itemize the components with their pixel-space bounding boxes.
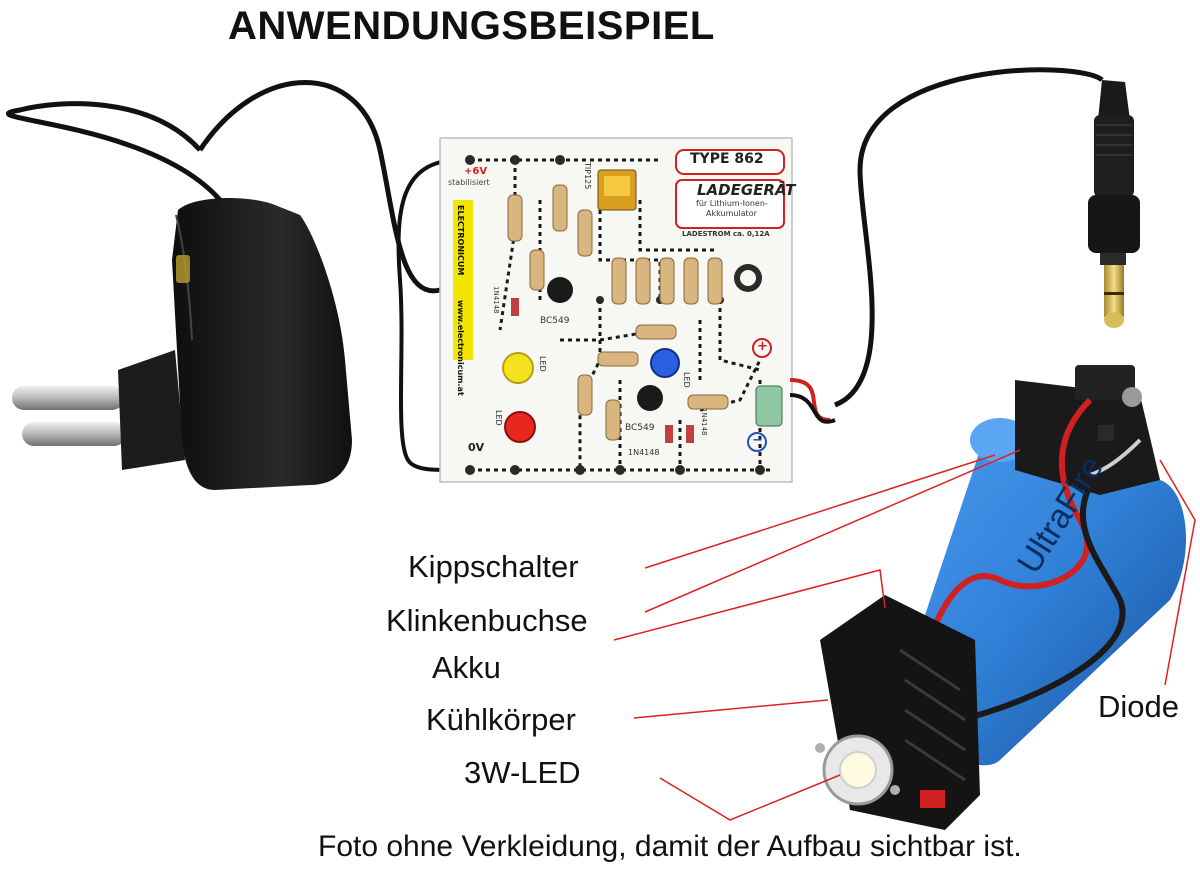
led-3w-lens bbox=[839, 751, 877, 789]
product-box bbox=[675, 179, 785, 229]
pcb-led-label-3: LED bbox=[682, 372, 691, 388]
pcb-diode-1: 1N4148 bbox=[492, 286, 500, 314]
label-3w-led: 3W-LED bbox=[464, 755, 581, 790]
diode-body bbox=[1098, 425, 1114, 441]
pcb-black-wire bbox=[789, 393, 836, 424]
pcb-transistor-small-1: BC549 bbox=[540, 316, 570, 326]
plug-pin-bottom bbox=[22, 422, 126, 446]
logo-inner bbox=[740, 270, 756, 286]
diode-3-body bbox=[686, 425, 694, 443]
callout-3w-led bbox=[659, 774, 841, 821]
heatsink-fins bbox=[899, 648, 966, 782]
led-3w-pad-right bbox=[890, 785, 900, 795]
pcb-brand: ELECTRONICUM bbox=[456, 205, 465, 276]
pcb-voltage-top-sub: stabilisiert bbox=[448, 178, 490, 187]
callout-diode bbox=[1159, 459, 1196, 686]
callout-kippschalter bbox=[644, 454, 996, 569]
label-kippschalter: Kippschalter bbox=[408, 549, 579, 584]
pcb-type-label: TYPE 862 bbox=[690, 151, 764, 167]
callout-akku bbox=[613, 569, 886, 641]
pcb-battery-holder bbox=[755, 385, 783, 427]
pcb-voltage-top: +6V bbox=[464, 166, 488, 177]
power-transistor-face bbox=[604, 176, 630, 196]
plug-base bbox=[118, 350, 185, 470]
pcb-current-label: LADESTROM ca. 0,12A bbox=[682, 230, 770, 238]
label-diode: Diode bbox=[1098, 689, 1179, 724]
led-yellow bbox=[502, 352, 534, 384]
switch-nut bbox=[1122, 387, 1142, 407]
callout-klinkenbuchse bbox=[644, 449, 1021, 613]
label-kuehlkoerper: Kühlkörper bbox=[426, 702, 576, 737]
diode-lead bbox=[1089, 438, 1142, 477]
pcb-product-title: LADEGERÄT bbox=[697, 181, 796, 199]
pcb-plus-sign: + bbox=[757, 339, 768, 354]
minus-terminal bbox=[747, 432, 767, 452]
diode-2-body bbox=[665, 425, 673, 443]
jack-cable bbox=[833, 67, 1104, 408]
adapter-cable bbox=[197, 80, 441, 294]
pcb-voltage-bottom: 0V bbox=[468, 441, 485, 454]
heatsink-solder bbox=[920, 790, 945, 808]
caption: Foto ohne Verkleidung, damit der Aufbau … bbox=[318, 830, 1022, 863]
transistor-2 bbox=[637, 385, 663, 411]
pcb-transistor-small-2: BC549 bbox=[625, 423, 655, 433]
pcb-minus-sign: − bbox=[752, 433, 763, 448]
led-3w-pad-left bbox=[815, 743, 825, 753]
flashlight-red-wire bbox=[917, 397, 1093, 681]
flashlight-assembly bbox=[815, 365, 1187, 830]
pcb-red-wire bbox=[789, 378, 831, 422]
adapter-cable-loop bbox=[6, 101, 222, 202]
pcb-led-label-2: LED bbox=[494, 410, 503, 426]
pcb-board bbox=[439, 137, 793, 483]
label-klinkenbuchse: Klinkenbuchse bbox=[386, 603, 588, 638]
type-box bbox=[675, 149, 785, 175]
pcb-led-label-1: LED bbox=[538, 356, 547, 372]
pcb-diode-2: 1N4148 bbox=[628, 448, 660, 457]
pcb-resistors bbox=[507, 184, 729, 441]
pcb-diode-3: 1N4148 bbox=[700, 408, 708, 436]
flashlight-black-wire bbox=[959, 468, 1126, 723]
supply-wire bbox=[396, 158, 471, 473]
callout-lines bbox=[613, 449, 1196, 821]
page-title: ANWENDUNGSBEISPIEL bbox=[228, 4, 715, 48]
pcb-brand-strip bbox=[453, 200, 473, 360]
power-adapter bbox=[6, 80, 441, 490]
plug-pin-top bbox=[12, 386, 124, 410]
pcb-product-sub2: Akkumulator bbox=[706, 209, 757, 218]
toggle-switch-block bbox=[1015, 380, 1160, 495]
led-blue bbox=[650, 348, 680, 378]
adapter-body bbox=[172, 198, 352, 490]
led-red bbox=[504, 411, 536, 443]
callout-kuehlkoerper bbox=[633, 699, 829, 719]
transistor-1 bbox=[547, 277, 573, 303]
plus-terminal bbox=[752, 338, 772, 358]
adapter-label bbox=[176, 255, 190, 283]
pcb-url: www.electronicum.at bbox=[456, 300, 465, 396]
toggle-switch-top bbox=[1075, 365, 1135, 400]
jack-plug bbox=[1088, 80, 1140, 328]
pcb-product-sub1: für Lithium-Ionen- bbox=[696, 199, 768, 208]
pcb-transistor-power: TIP125 bbox=[583, 162, 592, 190]
diode-1-body bbox=[511, 298, 519, 316]
label-akku: Akku bbox=[432, 650, 501, 685]
